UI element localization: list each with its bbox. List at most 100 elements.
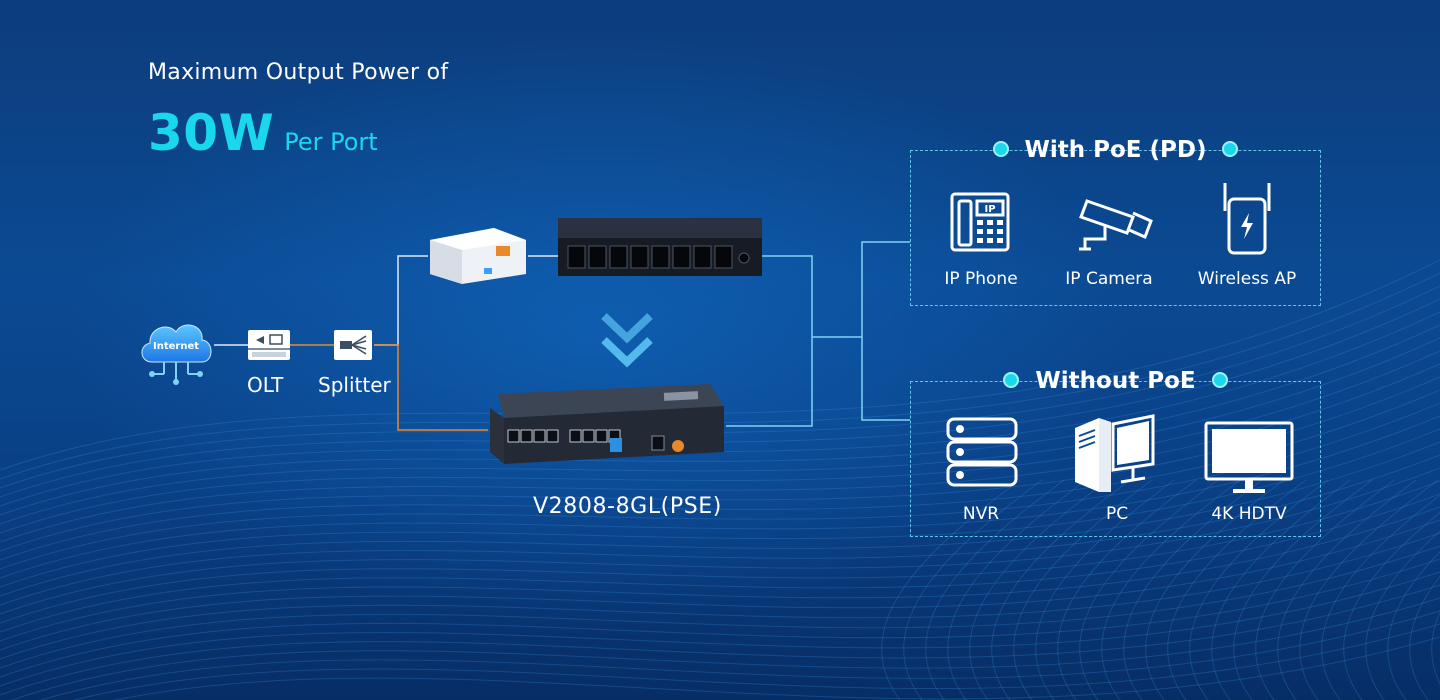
ip-phone-icon: IP [950,192,1010,252]
switch-port [693,245,712,269]
wave-line [0,480,1440,624]
title-dot-right [1222,140,1239,157]
line-trunk-without-poe [861,337,910,421]
wireless-ap-icon [1223,183,1271,255]
wave-line [0,571,1440,687]
wave-line [1211,479,1351,700]
pse-switch-icon [490,384,724,464]
wave-line [1013,479,1153,700]
wave-line [0,376,1440,552]
switch-port [582,429,595,443]
ont-device-icon [430,228,526,284]
internet-cloud-icon: Internet [141,324,212,385]
wave-line [1431,611,1440,685]
wave-line [1035,479,1175,700]
wave-line [0,558,1440,678]
wave-line [0,467,1440,615]
wave-line [1277,479,1417,700]
wave-line [0,532,1440,660]
switch-port [609,245,628,269]
splitter-label: Splitter [318,373,391,397]
wave-line [1189,479,1329,700]
wave-line [0,402,1440,570]
wireless-ap-label: Wireless AP [1197,269,1297,289]
internet-label: Internet [153,341,199,352]
wave-line [0,545,1440,669]
wave-line [0,415,1440,579]
title-dot-right [1211,371,1228,388]
wave-line [0,350,1440,534]
wave-line [991,479,1131,700]
switch-port [588,245,607,269]
wave-line [1167,479,1307,700]
switch-port [714,245,733,269]
wave-line [1145,479,1285,700]
wave-line [881,479,1021,700]
wave-line [0,441,1440,597]
ip-phone-label: IP Phone [944,269,1018,289]
wave-line [1123,479,1263,700]
wave-line [1255,479,1395,700]
line-trunk-with-poe [861,241,910,337]
wave-line [0,337,1440,525]
headline-intro: Maximum Output Power of [148,60,449,85]
line-splitter-ont [374,255,428,346]
chevron-down-icon [601,313,653,368]
line-splitter-pse [374,344,488,431]
pc-label: PC [1105,504,1129,524]
ethernet-switch-icon [558,218,762,276]
wave-line [0,493,1440,633]
tv-icon [1204,421,1294,493]
power-value: 30W [148,104,275,162]
nvr-icon [946,417,1018,487]
splitter-device-icon [334,330,372,360]
switch-port [507,429,520,443]
with-poe-group: With PoE (PD) IP IP Phone IP Camera Wire… [910,137,1321,306]
wave-line [1321,494,1440,700]
wave-line [1057,479,1197,700]
power-unit: Per Port [284,128,378,156]
wave-line [1299,479,1439,700]
without-poe-title: Without PoE [911,366,1320,396]
wave-line [1387,551,1440,700]
ip-camera-icon [1079,199,1153,251]
with-poe-title: With PoE (PD) [911,135,1320,165]
wave-line [969,479,1109,700]
switch-port [651,245,670,269]
pse-model-label: V2808-8GL(PSE) [533,494,722,519]
wave-line [0,324,1440,516]
nvr-label: NVR [962,504,1000,524]
wave-line [1079,479,1219,700]
title-dot-left [992,140,1009,157]
olt-device-icon [248,330,290,360]
switch-port [630,245,649,269]
switch-port [520,429,533,443]
line-pse-junction [726,337,813,427]
without-poe-group: Without PoE NVR PC 4K HDTV [910,368,1321,537]
tv-label: 4K HDTV [1211,504,1287,524]
wave-line [0,428,1440,588]
wave-line [0,363,1440,543]
wave-line [947,479,1087,700]
wave-line [0,389,1440,561]
ip-camera-label: IP Camera [1065,269,1153,289]
wave-line [1409,575,1440,700]
headline-power: 30W Per Port [148,104,378,162]
switch-port [672,245,691,269]
wave-line [0,584,1440,696]
ip-phone-screen-text: IP [984,204,995,215]
wave-line [1365,530,1440,700]
switch-port [546,429,559,443]
switch-port [567,245,586,269]
pc-icon [1075,414,1155,492]
switch-port [569,429,582,443]
wave-line [39,610,1440,700]
wave-line [0,519,1440,651]
title-dot-left [1003,371,1020,388]
wave-line [1101,479,1241,700]
line-switch-junction [762,255,813,337]
wave-line [903,479,1043,700]
olt-label: OLT [247,373,284,397]
wave-line [0,506,1440,642]
